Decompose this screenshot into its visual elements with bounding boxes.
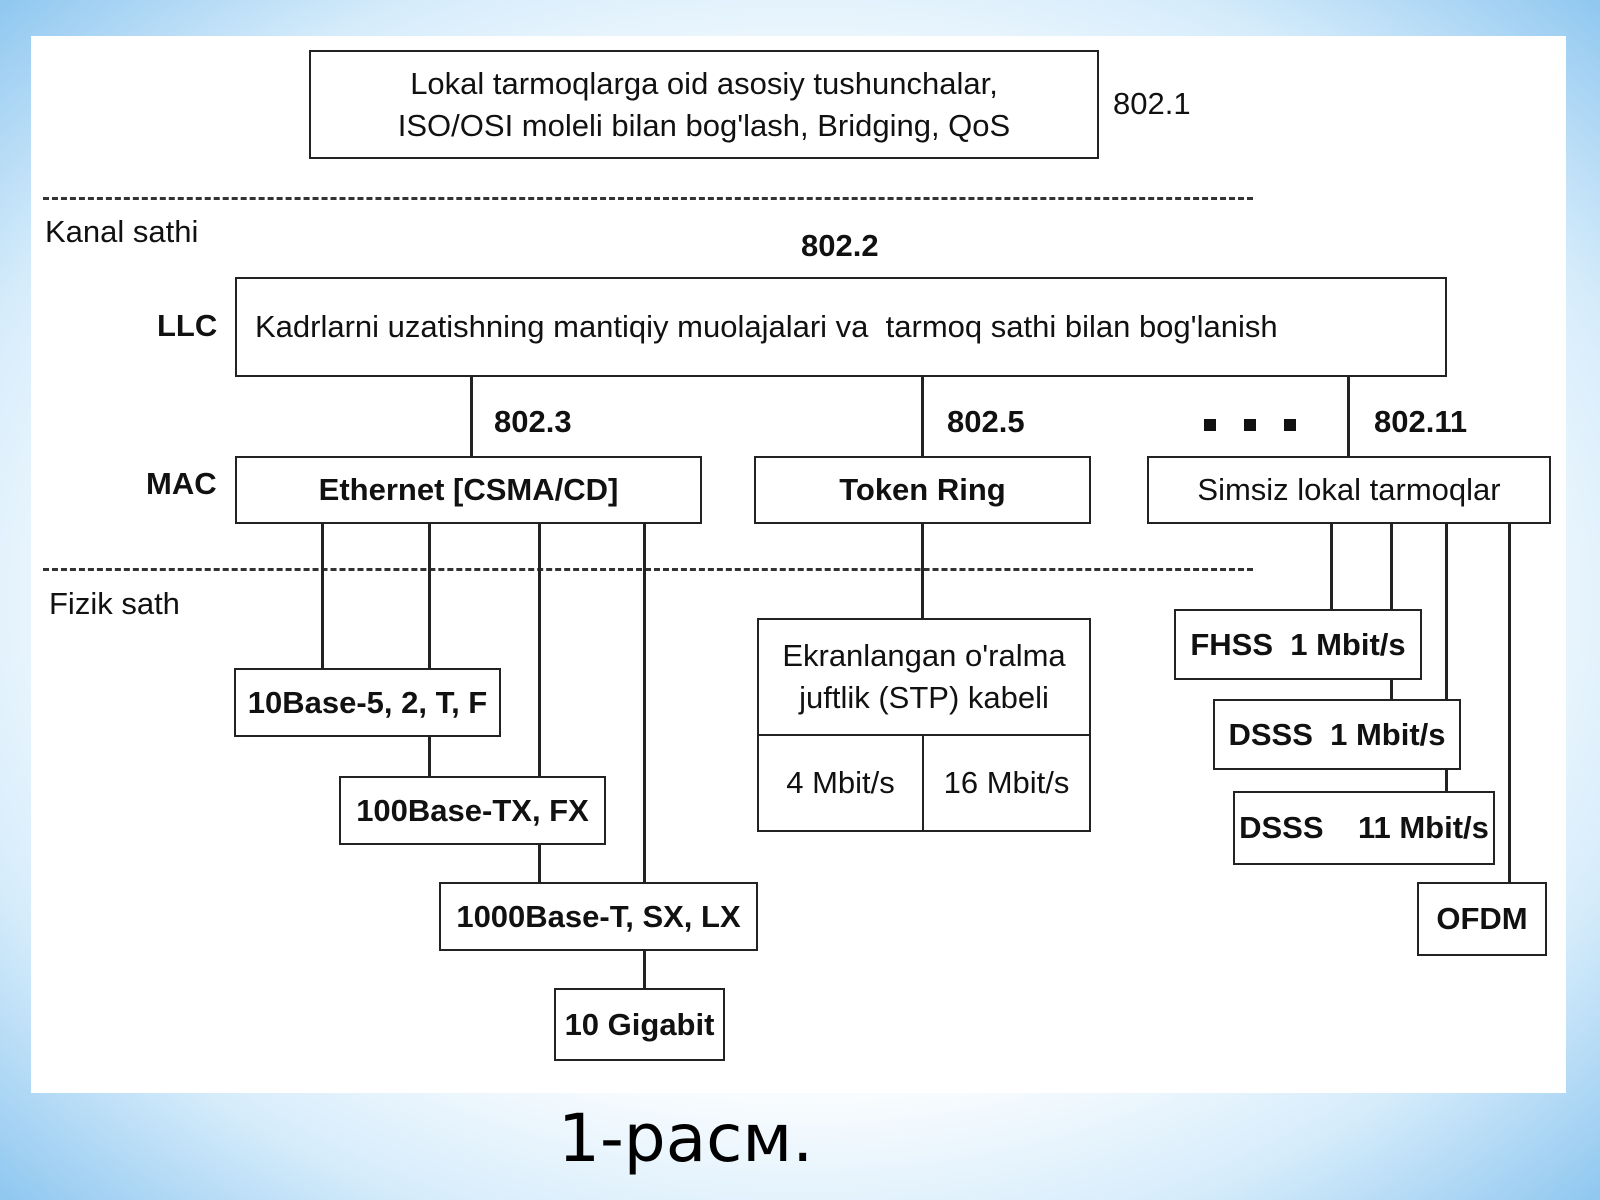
overview-line-2: ISO/OSI moleli bilan bog'lash, Bridging,… bbox=[397, 107, 1011, 143]
ethernet-box: Ethernet [CSMA/CD] bbox=[235, 456, 702, 524]
wlan-phys-dsss-1-label: DSSS 1 Mbit/s bbox=[1228, 716, 1446, 752]
connector-llc-8023 bbox=[470, 377, 473, 456]
stp-speed-4-label: 4 Mbit/s bbox=[786, 765, 895, 801]
eth-phys-1000base-label: 1000Base-T, SX, LX bbox=[456, 898, 741, 934]
layer-label-kanal: Kanal sathi bbox=[45, 214, 199, 249]
connector-llc-80211 bbox=[1347, 377, 1350, 456]
wlan-phys-fhss: FHSS 1 Mbit/s bbox=[1174, 609, 1422, 680]
wlan-connector-6 bbox=[1508, 524, 1511, 882]
eth-connector-2 bbox=[428, 524, 431, 668]
stp-speed-16-label: 16 Mbit/s bbox=[943, 765, 1070, 801]
wlan-phys-dsss-11-label: DSSS 11 Mbit/s bbox=[1239, 810, 1489, 846]
ellipsis-dot-2 bbox=[1244, 419, 1256, 431]
stp-speed-16: 16 Mbit/s bbox=[924, 736, 1089, 830]
llc-label: LLC bbox=[157, 308, 218, 343]
eth-phys-10gigabit-label: 10 Gigabit bbox=[564, 1006, 715, 1042]
stp-box: Ekranlangan o'ralma juftlik (STP) kabeli… bbox=[757, 618, 1091, 832]
wlan-connector-1 bbox=[1330, 524, 1333, 609]
layer-separator-bottom bbox=[43, 568, 1253, 571]
stp-line-2: juftlik (STP) kabeli bbox=[799, 680, 1049, 715]
eth-phys-10base-label: 10Base-5, 2, T, F bbox=[247, 684, 488, 720]
token-ring-connector bbox=[921, 524, 924, 618]
wlan-phys-dsss-1: DSSS 1 Mbit/s bbox=[1213, 699, 1461, 770]
eth-phys-10gigabit: 10 Gigabit bbox=[554, 988, 725, 1061]
layer-separator-top bbox=[43, 197, 1253, 200]
diagram-panel: Lokal tarmoqlarga oid asosiy tushunchala… bbox=[31, 36, 1566, 1093]
ellipsis-dot-3 bbox=[1284, 419, 1296, 431]
wlan-phys-ofdm-label: OFDM bbox=[1436, 901, 1528, 937]
llc-box: Kadrlarni uzatishning mantiqiy muolajala… bbox=[235, 277, 1447, 377]
stp-speed-4: 4 Mbit/s bbox=[759, 736, 924, 830]
overview-box: Lokal tarmoqlarga oid asosiy tushunchala… bbox=[309, 50, 1099, 159]
eth-connector-3 bbox=[538, 524, 541, 776]
stp-line-1: Ekranlangan o'ralma bbox=[782, 638, 1066, 674]
mac-label: MAC bbox=[146, 466, 217, 501]
eth-connector-6 bbox=[538, 842, 541, 884]
standard-802-3: 802.3 bbox=[494, 404, 572, 439]
eth-connector-7 bbox=[643, 950, 646, 988]
wlan-connector-4 bbox=[1445, 524, 1448, 699]
wlan-phys-fhss-label: FHSS 1 Mbit/s bbox=[1190, 626, 1406, 662]
eth-connector-5 bbox=[428, 736, 431, 776]
token-ring-box: Token Ring bbox=[754, 456, 1091, 524]
wlan-connector-2 bbox=[1390, 524, 1393, 609]
eth-connector-1 bbox=[321, 524, 324, 668]
ellipsis-dot-1 bbox=[1204, 419, 1216, 431]
eth-phys-100base-label: 100Base-TX, FX bbox=[356, 792, 589, 828]
overview-line-1: Lokal tarmoqlarga oid asosiy tushunchala… bbox=[410, 65, 998, 101]
wireless-lan-box: Simsiz lokal tarmoqlar bbox=[1147, 456, 1551, 524]
eth-phys-1000base: 1000Base-T, SX, LX bbox=[439, 882, 758, 951]
layer-label-fizik: Fizik sath bbox=[49, 586, 180, 621]
connector-llc-8025 bbox=[921, 377, 924, 456]
llc-text: Kadrlarni uzatishning mantiqiy muolajala… bbox=[255, 309, 1278, 345]
token-ring-label: Token Ring bbox=[839, 472, 1006, 508]
stp-header: Ekranlangan o'ralma juftlik (STP) kabeli bbox=[759, 620, 1089, 736]
ethernet-label: Ethernet [CSMA/CD] bbox=[318, 472, 619, 508]
wlan-phys-ofdm: OFDM bbox=[1417, 882, 1547, 956]
wlan-phys-dsss-11: DSSS 11 Mbit/s bbox=[1233, 791, 1495, 865]
wlan-connector-5 bbox=[1445, 769, 1448, 791]
eth-phys-100base: 100Base-TX, FX bbox=[339, 776, 606, 845]
figure-caption: 1-расм. bbox=[558, 1100, 814, 1177]
wlan-connector-3 bbox=[1390, 679, 1393, 699]
standard-802-11: 802.11 bbox=[1374, 404, 1468, 439]
standard-802-1: 802.1 bbox=[1113, 86, 1191, 121]
standard-802-5: 802.5 bbox=[947, 404, 1025, 439]
wireless-lan-label: Simsiz lokal tarmoqlar bbox=[1197, 472, 1501, 508]
standard-802-2: 802.2 bbox=[801, 228, 879, 263]
eth-connector-4 bbox=[643, 524, 646, 884]
eth-phys-10base: 10Base-5, 2, T, F bbox=[234, 668, 501, 737]
